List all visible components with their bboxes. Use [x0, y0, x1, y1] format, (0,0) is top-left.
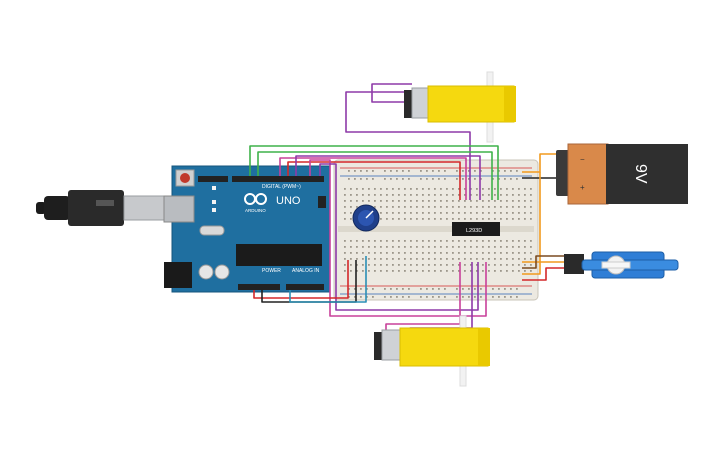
usb-plug-housing [68, 190, 124, 226]
wire-servo-brown[interactable] [522, 255, 566, 269]
analog-label: ANALOG IN [292, 268, 320, 274]
reset-button-cap[interactable] [180, 173, 190, 183]
capacitor-2 [214, 264, 230, 280]
potentiometer-knob-indicator [365, 210, 374, 219]
capacitor-1 [198, 264, 214, 280]
wire-magenta-top[interactable] [279, 157, 467, 200]
wire-green-1[interactable] [249, 145, 499, 200]
wire-motor-top-a[interactable] [345, 91, 471, 200]
servo-connector [564, 254, 584, 274]
top-motor-gearbox [427, 85, 515, 123]
wire-motor-top-b[interactable] [371, 83, 412, 103]
crystal-oscillator [199, 225, 225, 236]
battery-snap [556, 150, 570, 196]
l293d-chip[interactable]: L293D [452, 222, 500, 236]
wire-green-2[interactable] [257, 151, 493, 200]
arduino-model-label: UNO [276, 195, 301, 207]
analog-header[interactable] [286, 284, 324, 290]
usb-cable-strain [44, 196, 70, 220]
digital-label: DIGITAL (PWM~) [262, 184, 301, 190]
power-label: POWER [262, 268, 281, 274]
wire-purple-loop[interactable] [319, 163, 479, 311]
battery-plus-label: + [580, 183, 585, 192]
battery-minus-label: − [580, 155, 585, 164]
top-motor-endcap [404, 90, 414, 118]
wire-battery-orange[interactable] [522, 153, 556, 173]
top-dc-motor[interactable] [404, 71, 516, 143]
arduino-logo-text: ARDUINO [245, 208, 266, 213]
wire-analog[interactable] [289, 256, 367, 303]
wire-5v[interactable] [253, 260, 349, 299]
wire-servo-orange[interactable] [522, 261, 566, 275]
power-header[interactable] [238, 284, 280, 290]
servo-horn-arm[interactable] [601, 261, 631, 269]
digital-header[interactable] [232, 176, 324, 182]
bottom-motor-endcap [374, 332, 384, 360]
usb-plug-metal [123, 195, 169, 221]
breadboard-holes [344, 170, 532, 298]
breadboard-center-channel [338, 226, 534, 232]
wire-purple-top[interactable] [295, 155, 481, 200]
bottom-motor-gearbox [399, 327, 489, 367]
icsp-header [318, 196, 326, 208]
usb-cable-end [36, 202, 46, 214]
usb-b-jack [163, 195, 195, 223]
potentiometer[interactable] [352, 204, 380, 232]
bottom-dc-motor[interactable] [374, 315, 490, 387]
battery-cap [567, 143, 609, 205]
micro-servo[interactable] [564, 251, 679, 279]
wire-magenta-loop[interactable] [309, 159, 487, 317]
wire-motor-bottom-a[interactable] [385, 262, 461, 332]
atmega-chip [236, 244, 322, 266]
usb-cable[interactable] [36, 190, 169, 226]
wires [249, 83, 566, 332]
arduino-uno-board[interactable]: DIGITAL (PWM~) ARDUINO UNO POWER ANALOG … [163, 165, 331, 293]
battery-9v[interactable]: − + 9V [556, 143, 688, 205]
arduino-logo: ARDUINO [244, 193, 267, 213]
battery-body [606, 144, 688, 204]
wire-red-top[interactable] [287, 161, 461, 200]
l293d-body [452, 222, 500, 236]
breadboard[interactable] [333, 159, 539, 301]
dc-power-jack [164, 262, 192, 288]
wire-servo-red[interactable] [522, 267, 566, 281]
l293d-label: L293D [466, 228, 482, 234]
battery-voltage-label: 9V [632, 164, 649, 184]
